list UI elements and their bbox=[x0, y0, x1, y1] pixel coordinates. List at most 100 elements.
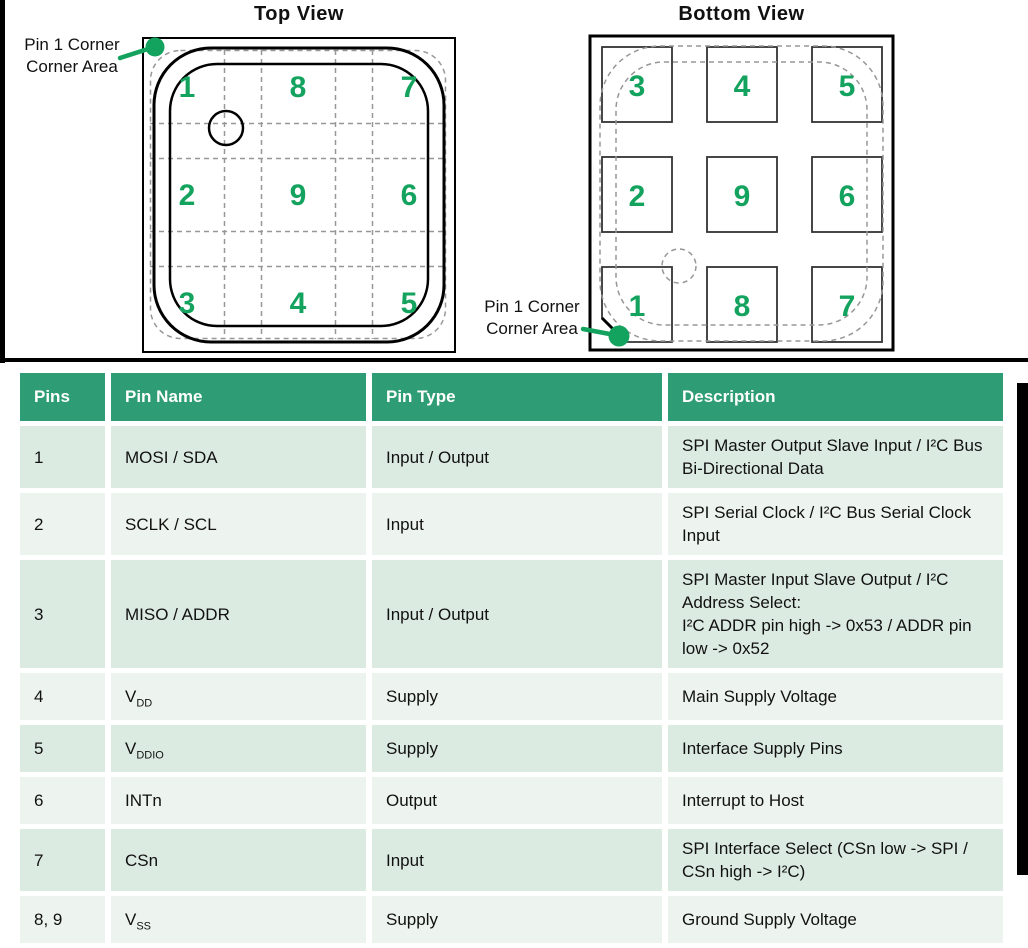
cell-pins: 5 bbox=[20, 725, 105, 772]
cell-pin-name: MISO / ADDR bbox=[111, 560, 366, 668]
description-text: SPI Master Output Slave Input / I²C Bus … bbox=[682, 436, 983, 478]
pin-number-1: 1 bbox=[629, 290, 646, 323]
top-package-outline bbox=[142, 37, 456, 353]
bottom-view-title: Bottom View bbox=[678, 3, 805, 25]
pin-name-subscript: DDIO bbox=[136, 749, 164, 762]
pin-number-6: 6 bbox=[401, 179, 418, 212]
pin-number-8: 8 bbox=[734, 290, 751, 323]
pin1-corner-text: Pin 1 Corner bbox=[484, 297, 580, 316]
description-text: Main Supply Voltage bbox=[682, 687, 837, 706]
corner-area-text: Corner Area bbox=[26, 57, 118, 76]
cell-description: SPI Master Output Slave Input / I²C Bus … bbox=[668, 426, 1003, 488]
top-pad-grid-vlines bbox=[223, 50, 374, 339]
description-text: Interface Supply Pins bbox=[682, 739, 843, 758]
bottom-orientation-hole-dashed bbox=[661, 248, 697, 284]
pin-diagram-svg: 1 8 7 2 9 6 3 4 5 3 4 5 2 9 6 1 8 7 bbox=[117, 34, 895, 353]
cell-description: SPI Serial Clock / I²C Bus Serial Clock … bbox=[668, 493, 1003, 555]
bottom-pin1-corner-label: Pin 1 Corner Corner Area bbox=[476, 296, 588, 340]
bottom-dashed-outline-inner bbox=[615, 61, 868, 326]
pin-number-3: 3 bbox=[179, 287, 196, 320]
pin-number-9: 9 bbox=[734, 180, 751, 213]
cell-pin-name: VSS bbox=[111, 896, 366, 943]
cell-pin-type: Supply bbox=[372, 725, 662, 772]
cell-description: Ground Supply Voltage bbox=[668, 896, 1003, 943]
cell-pin-name: VDD bbox=[111, 673, 366, 720]
pad-3 bbox=[601, 46, 673, 123]
pin-number-1: 1 bbox=[179, 71, 196, 104]
top-lid-outline-inner bbox=[168, 62, 430, 328]
cell-pin-name: SCLK / SCL bbox=[111, 493, 366, 555]
bottom-dashed-outline-outer bbox=[599, 45, 884, 342]
pin-number-6: 6 bbox=[839, 180, 856, 213]
cell-pins: 4 bbox=[20, 673, 105, 720]
description-text: SPI Serial Clock / I²C Bus Serial Clock … bbox=[682, 503, 972, 545]
cell-pin-name: MOSI / SDA bbox=[111, 426, 366, 488]
top-view-title: Top View bbox=[254, 3, 344, 25]
pin-number-4: 4 bbox=[734, 70, 751, 103]
pin-number-9: 9 bbox=[290, 179, 307, 212]
page-edge-artifact-left bbox=[0, 0, 5, 363]
top-orientation-hole bbox=[207, 109, 245, 147]
cell-pin-name: INTn bbox=[111, 777, 366, 824]
cell-pins: 1 bbox=[20, 426, 105, 488]
description-text: Ground Supply Voltage bbox=[682, 910, 857, 929]
top-view-diagram: 1 8 7 2 9 6 3 4 5 bbox=[117, 37, 456, 353]
cell-pins: 2 bbox=[20, 493, 105, 555]
cell-pin-type: Input bbox=[372, 493, 662, 555]
column-header-pins: Pins bbox=[20, 373, 105, 421]
pad-7 bbox=[811, 266, 883, 343]
cell-pin-type: Input bbox=[372, 829, 662, 891]
cell-pins: 7 bbox=[20, 829, 105, 891]
description-text: Interrupt to Host bbox=[682, 791, 804, 810]
pin1-corner-text: Pin 1 Corner bbox=[24, 35, 120, 54]
cell-description: SPI Master Input Slave Output / I²C Addr… bbox=[668, 560, 1003, 668]
cell-description: Interface Supply Pins bbox=[668, 725, 1003, 772]
column-header-pin-type: Pin Type bbox=[372, 373, 662, 421]
pin-number-4: 4 bbox=[290, 287, 307, 320]
pad-4 bbox=[706, 46, 778, 123]
cell-description: SPI Interface Select (CSn low -> SPI / C… bbox=[668, 829, 1003, 891]
pad-6 bbox=[811, 156, 883, 233]
cell-pin-type: Supply bbox=[372, 673, 662, 720]
cell-pin-type: Supply bbox=[372, 896, 662, 943]
pin-number-7: 7 bbox=[839, 290, 856, 323]
column-header-pin-name: Pin Name bbox=[111, 373, 366, 421]
top-pad-grid-hlines bbox=[150, 122, 446, 268]
cell-pins: 8, 9 bbox=[20, 896, 105, 943]
bottom-pads bbox=[600, 46, 883, 344]
description-text: SPI Master Input Slave Output / I²C Addr… bbox=[682, 570, 972, 658]
pad-9 bbox=[706, 156, 778, 233]
cell-pin-type: Input / Output bbox=[372, 426, 662, 488]
pad-1-chamfered bbox=[601, 266, 673, 343]
cell-description: Main Supply Voltage bbox=[668, 673, 1003, 720]
pin-number-3: 3 bbox=[629, 70, 646, 103]
pad-8 bbox=[706, 266, 778, 343]
top-pin-numbers: 1 8 7 2 9 6 3 4 5 bbox=[179, 71, 418, 320]
pad-5 bbox=[811, 46, 883, 123]
pin-number-8: 8 bbox=[290, 71, 307, 104]
pin-number-5: 5 bbox=[401, 287, 418, 320]
page-edge-artifact-line bbox=[0, 358, 1028, 362]
pin-name-subscript: SS bbox=[136, 920, 152, 933]
column-header-description: Description bbox=[668, 373, 1003, 421]
cell-pin-name: CSn bbox=[111, 829, 366, 891]
cell-pin-type: Input / Output bbox=[372, 560, 662, 668]
cell-pins: 3 bbox=[20, 560, 105, 668]
pin-number-2: 2 bbox=[179, 179, 196, 212]
cell-pin-name: VDDIO bbox=[111, 725, 366, 772]
cell-pin-type: Output bbox=[372, 777, 662, 824]
cell-pins: 6 bbox=[20, 777, 105, 824]
cell-description: Interrupt to Host bbox=[668, 777, 1003, 824]
top-pin1-marker-dot bbox=[145, 37, 165, 57]
pin-number-7: 7 bbox=[401, 71, 418, 104]
